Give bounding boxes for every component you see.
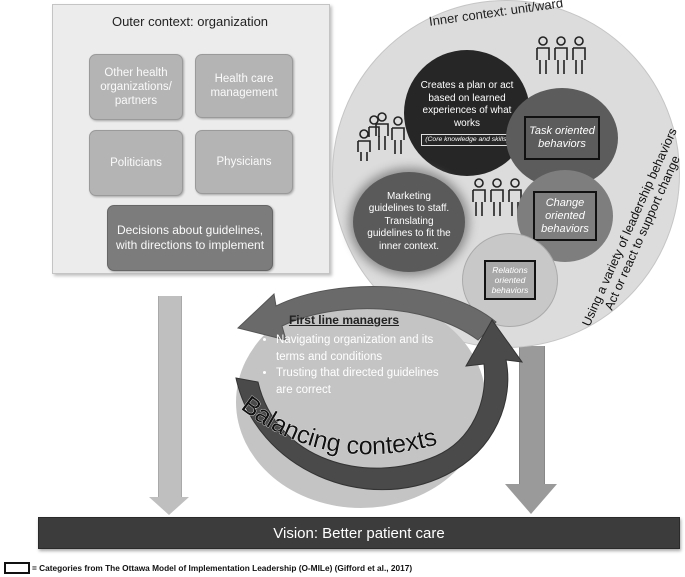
right-arrow-shaft [519, 346, 545, 484]
legend-text: = Categories from The Ottawa Model of Im… [32, 563, 413, 573]
box-health-care-management: Health care management [195, 54, 293, 118]
balancing-contexts-label: Balancing contexts [236, 390, 440, 461]
svg-text:Balancing contexts: Balancing contexts [236, 391, 439, 461]
box-politicians: Politicians [89, 130, 183, 196]
relations-oriented-box: Relations oriented behaviors [484, 260, 536, 300]
left-arrow-head [149, 497, 189, 515]
box-physicians: Physicians [195, 130, 293, 194]
people-group-icon [357, 112, 405, 161]
marketing-text: Marketing guidelines to staff. Translati… [367, 190, 451, 252]
plan-text: Creates a plan or act based on learned e… [420, 80, 514, 129]
left-arrow-shaft [158, 296, 182, 498]
outer-context-title: Outer context: organization [111, 14, 269, 29]
legend-swatch-icon [4, 562, 30, 574]
box-decisions-guidelines: Decisions about guidelines, with directi… [107, 205, 273, 271]
people-group-icon [536, 36, 586, 74]
list-item: Trusting that directed guidelines are co… [276, 365, 448, 398]
plan-subtext: (Core knowledge and skills) [421, 134, 513, 146]
people-group-icon [472, 178, 522, 216]
first-line-managers-title: First line managers [288, 313, 400, 327]
circular-arrow-icon [235, 285, 524, 490]
vision-text: Vision: Better patient care [273, 524, 445, 542]
relations-circle: Relations oriented behaviors [462, 233, 558, 327]
right-arrow-head [505, 484, 557, 514]
task-circle: Task oriented behaviors [506, 88, 618, 188]
list-item: Navigating organization and its terms an… [276, 332, 448, 365]
marketing-circle: Marketing guidelines to staff. Translati… [353, 172, 465, 272]
box-other-health-orgs: Other health organizations/ partners [89, 54, 183, 120]
balancing-contexts-text: Balancing contexts [236, 390, 440, 460]
task-oriented-box: Task oriented behaviors [524, 116, 600, 160]
change-oriented-box: Change oriented behaviors [533, 191, 597, 241]
first-line-managers-list: Navigating organization and its terms an… [258, 332, 448, 398]
legend: = Categories from The Ottawa Model of Im… [4, 561, 412, 575]
vision-bar: Vision: Better patient care [38, 517, 680, 549]
